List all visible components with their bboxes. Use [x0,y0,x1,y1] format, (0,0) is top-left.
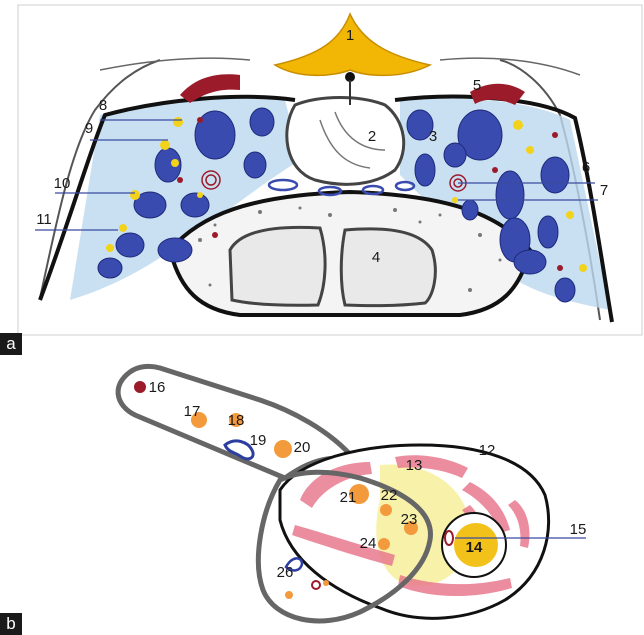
label-1: 1 [346,27,354,44]
label-26: 26 [277,564,294,581]
label-14: 14 [466,539,483,556]
label-24: 24 [360,535,377,552]
panel-b-drawing: 12 13 14 15 16 17 18 19 20 21 22 23 24 2… [118,366,586,621]
label-21: 21 [340,489,357,506]
vessel-dot-16 [134,381,146,393]
label-17: 17 [184,403,201,420]
label-5: 5 [473,77,481,94]
label-6: 6 [582,159,590,176]
vertebra-right-half [341,229,435,306]
label-11: 11 [36,211,52,228]
small-vessel-ring [312,581,320,589]
label-12: 12 [479,442,496,459]
panel-label-a: a [0,333,22,355]
label-7: 7 [600,182,608,199]
label-9: 9 [85,120,93,137]
label-15: 15 [570,521,587,538]
label-2: 2 [368,128,376,145]
central-canal [287,98,404,185]
label-3: 3 [429,128,437,145]
panel-label-b: b [0,613,22,635]
vertebra-left-half [230,227,325,305]
label-19: 19 [250,432,267,449]
label-8: 8 [99,97,107,114]
label-16: 16 [149,379,166,396]
panel-a-drawing: 1 2 3 4 5 6 7 8 9 10 11 [18,5,642,335]
label-13: 13 [406,457,423,474]
label-4: 4 [372,249,380,266]
label-18: 18 [228,412,245,429]
label-10: 10 [54,175,71,192]
small-node-ring [323,580,329,586]
label-20: 20 [294,439,311,456]
label-22: 22 [381,487,398,504]
label-23: 23 [401,511,418,528]
